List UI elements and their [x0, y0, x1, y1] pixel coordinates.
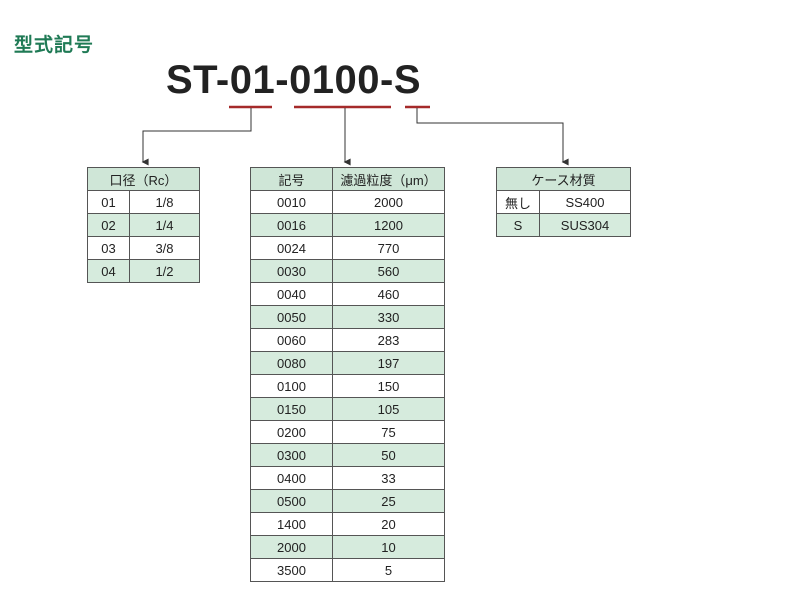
- code-cell: 無し: [496, 190, 540, 214]
- value-cell: SS400: [539, 190, 631, 214]
- filtration-header-rating: 濾過粒度（μm）: [332, 167, 445, 191]
- value-cell: 3/8: [129, 236, 200, 260]
- code-cell: S: [496, 213, 540, 237]
- code-cell: 0050: [250, 305, 333, 329]
- code-cell: 3500: [250, 558, 333, 582]
- model-material-code: S: [393, 58, 422, 102]
- code-cell: 0016: [250, 213, 333, 237]
- value-cell: 5: [332, 558, 445, 582]
- value-cell: 1/8: [129, 190, 200, 214]
- code-cell: 0040: [250, 282, 333, 306]
- section-title: 型式記号: [14, 34, 95, 56]
- model-port-code: 01: [229, 58, 276, 102]
- value-cell: 105: [332, 397, 445, 421]
- code-cell: 0100: [250, 374, 333, 398]
- code-cell: 04: [87, 259, 130, 283]
- code-cell: 2000: [250, 535, 333, 559]
- code-cell: 0200: [250, 420, 333, 444]
- code-cell: 0400: [250, 466, 333, 490]
- value-cell: 770: [332, 236, 445, 260]
- value-cell: 20: [332, 512, 445, 536]
- value-cell: 1/4: [129, 213, 200, 237]
- value-cell: 460: [332, 282, 445, 306]
- connector-port-code: [141, 108, 252, 166]
- value-cell: 560: [332, 259, 445, 283]
- filtration-header-code: 記号: [250, 167, 333, 191]
- model-separator-1: -: [275, 58, 290, 102]
- code-cell: 03: [87, 236, 130, 260]
- code-cell: 0150: [250, 397, 333, 421]
- code-cell: 0010: [250, 190, 333, 214]
- value-cell: 1/2: [129, 259, 200, 283]
- value-cell: 33: [332, 466, 445, 490]
- code-cell: 0024: [250, 236, 333, 260]
- value-cell: 330: [332, 305, 445, 329]
- port-size-header: 口径（Rc）: [87, 167, 200, 191]
- value-cell: 1200: [332, 213, 445, 237]
- code-cell: 0030: [250, 259, 333, 283]
- code-cell: 02: [87, 213, 130, 237]
- value-cell: 150: [332, 374, 445, 398]
- code-cell: 0500: [250, 489, 333, 513]
- value-cell: 283: [332, 328, 445, 352]
- value-cell: 2000: [332, 190, 445, 214]
- code-cell: 1400: [250, 512, 333, 536]
- value-cell: 25: [332, 489, 445, 513]
- code-cell: 0060: [250, 328, 333, 352]
- code-cell: 0300: [250, 443, 333, 467]
- material-header: ケース材質: [496, 167, 631, 191]
- code-cell: 01: [87, 190, 130, 214]
- model-prefix: ST-: [166, 58, 230, 102]
- code-cell: 0080: [250, 351, 333, 375]
- connector-material-code: [416, 108, 569, 166]
- value-cell: SUS304: [539, 213, 631, 237]
- value-cell: 75: [332, 420, 445, 444]
- model-separator-2: -: [380, 58, 394, 102]
- value-cell: 50: [332, 443, 445, 467]
- value-cell: 10: [332, 535, 445, 559]
- model-filter-code: 0100: [289, 58, 381, 102]
- value-cell: 197: [332, 351, 445, 375]
- model-code: ST-01-0100-S: [166, 58, 421, 103]
